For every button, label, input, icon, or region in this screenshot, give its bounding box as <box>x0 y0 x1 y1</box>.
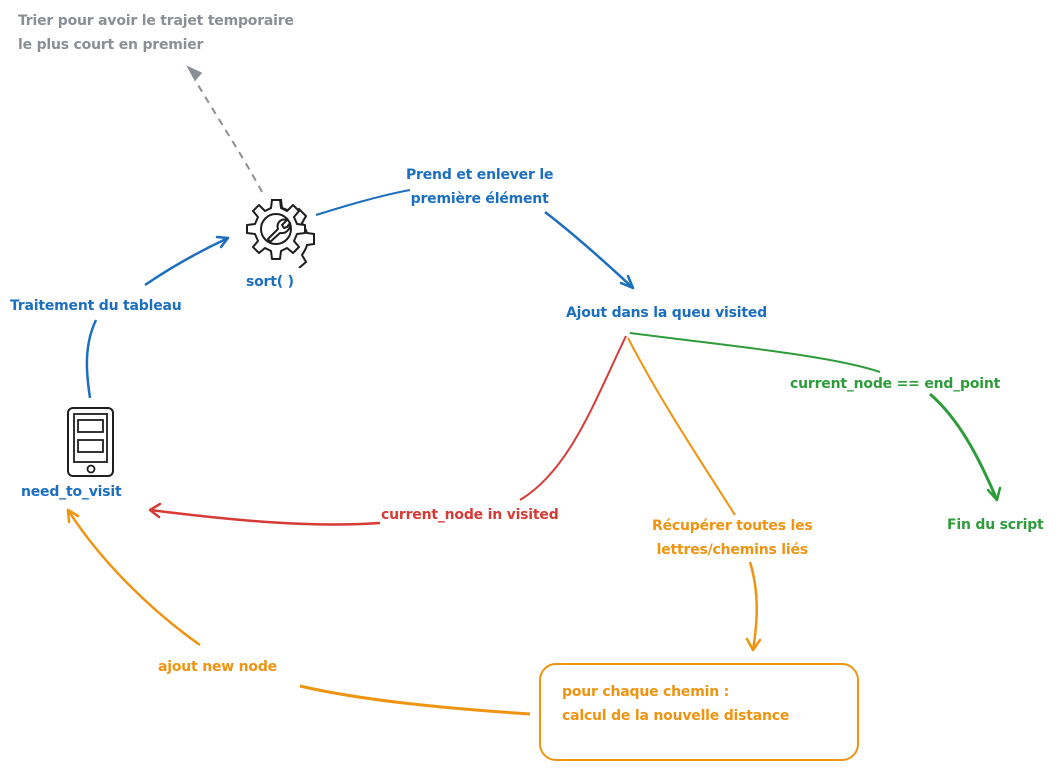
compute-box <box>539 663 859 761</box>
is-end-arrow <box>629 332 1002 502</box>
get-links-line1: Récupérer toutes les <box>652 518 813 534</box>
add-node-label: ajout new node <box>158 659 277 675</box>
get-links-line2: lettres/chemins liés <box>656 542 808 558</box>
visited-node-label: Ajout dans la queu visited <box>566 305 767 321</box>
process-array-label: Traitement du tableau <box>10 298 182 314</box>
is-end-label: current_node == end_point <box>790 376 1001 392</box>
in-visited-label: current_node in visited <box>381 507 559 523</box>
gear-wrench-icon <box>246 199 315 268</box>
sort-note-line2: le plus court en premier <box>18 37 204 53</box>
take-first-arrow <box>315 189 635 290</box>
get-links-label: Récupérer toutes les lettres/chemins lié… <box>652 514 813 562</box>
sort-note-arrow <box>186 65 263 193</box>
sort-note-line1: Trier pour avoir le trajet temporaire <box>18 13 294 29</box>
add-node-arrow <box>66 508 531 716</box>
take-first-line1: Prend et enlever le <box>406 167 554 183</box>
get-links-arrow <box>627 337 762 652</box>
list-device-icon <box>67 407 114 477</box>
sort-note-label: Trier pour avoir le trajet temporaire le… <box>18 9 294 57</box>
need-to-visit-label: need_to_visit <box>21 484 122 500</box>
in-visited-arrow <box>148 335 627 526</box>
compute-line1: pour chaque chemin : <box>562 684 730 700</box>
end-node-label: Fin du script <box>947 517 1044 533</box>
process-array-arrow <box>85 235 230 399</box>
compute-line2: calcul de la nouvelle distance <box>562 708 790 724</box>
take-first-line2: première élément <box>410 191 549 207</box>
sort-node-label: sort( ) <box>246 274 294 290</box>
take-first-label: Prend et enlever le première élément <box>406 163 553 211</box>
compute-label: pour chaque chemin : calcul de la nouvel… <box>562 680 789 728</box>
